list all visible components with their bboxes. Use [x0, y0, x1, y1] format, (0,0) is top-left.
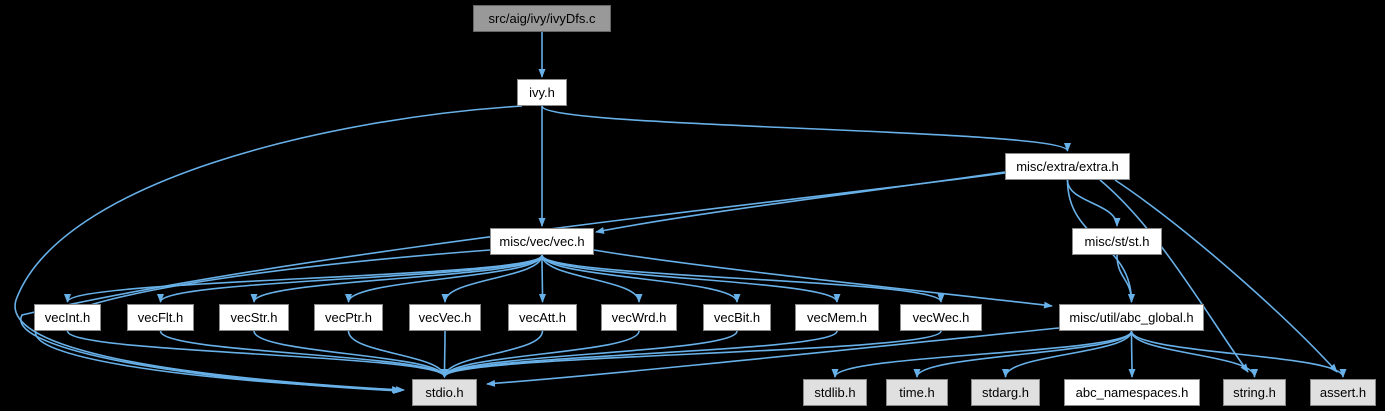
graph-edge-vec-to-vecFlt — [157, 254, 543, 303]
graph-node-stdarg[interactable]: stdarg.h — [971, 379, 1040, 406]
graph-node-vecWrd[interactable]: vecWrd.h — [601, 304, 677, 331]
graph-node-label: vecWrd.h — [611, 310, 667, 325]
graph-edge-extra-to-assert — [1114, 179, 1338, 373]
graph-node-vecFlt[interactable]: vecFlt.h — [127, 304, 194, 331]
graph-node-label: ivy.h — [529, 85, 555, 100]
graph-edge-abcglobal-to-abcnamespaces — [1128, 330, 1136, 378]
graph-node-label: vecMem.h — [807, 310, 867, 325]
graph-edge-vec-to-vecBit — [541, 254, 741, 303]
graph-edge-extra-to-st — [1066, 179, 1121, 227]
graph-edge-vec-to-vecStr — [250, 254, 543, 303]
graph-edge-abcglobal-to-stdlib — [831, 330, 1133, 378]
graph-node-assert[interactable]: assert.h — [1310, 379, 1376, 406]
graph-edge-vecStr-to-stdio — [253, 330, 448, 378]
graph-edge-abcglobal-to-stdarg — [1002, 330, 1133, 378]
graph-node-stdio[interactable]: stdio.h — [412, 379, 477, 406]
graph-node-label: misc/util/abc_global.h — [1069, 310, 1194, 325]
graph-edge-st-to-abcglobal — [1116, 254, 1135, 303]
graph-edge-vecVec-to-stdio — [441, 330, 449, 378]
graph-node-vecWec[interactable]: vecWec.h — [900, 304, 982, 331]
graph-node-label: stdarg.h — [982, 385, 1029, 400]
graph-edge-vec-to-vecAtt — [538, 254, 546, 303]
graph-node-vecBit[interactable]: vecBit.h — [703, 304, 771, 331]
graph-node-vecPtr[interactable]: vecPtr.h — [314, 304, 383, 331]
graph-node-label: misc/extra/extra.h — [1016, 159, 1119, 174]
graph-edge-vec-to-vecInt — [64, 254, 543, 303]
graph-node-label: vecAtt.h — [519, 310, 566, 325]
graph-node-time[interactable]: time.h — [886, 379, 948, 406]
graph-edge-abcglobal-to-assert — [1130, 330, 1347, 378]
graph-node-abcglobal[interactable]: misc/util/abc_global.h — [1059, 304, 1204, 331]
graph-edge-abcglobal-to-stdio — [486, 327, 1060, 387]
graph-node-vecInt[interactable]: vecInt.h — [34, 304, 101, 331]
graph-node-vec[interactable]: misc/vec/vec.h — [490, 228, 594, 255]
graph-node-label: stdio.h — [425, 385, 464, 400]
graph-node-vecStr[interactable]: vecStr.h — [219, 304, 289, 331]
edge-paths — [14, 31, 1347, 395]
graph-node-label: vecWec.h — [912, 310, 970, 325]
graph-edge-vecPtr-to-stdio — [347, 330, 448, 378]
graph-node-label: src/aig/ivy/ivyDfs.c — [488, 11, 596, 26]
graph-edge-vec-to-vecMem — [541, 254, 841, 303]
graph-edge-abcglobal-to-time — [913, 330, 1133, 378]
graph-edge-vecWec-to-stdio — [441, 330, 942, 378]
graph-node-abcnamespaces[interactable]: abc_namespaces.h — [1064, 379, 1200, 406]
graph-edge-extra-to-vec — [595, 171, 1006, 234]
graph-edge-vec-to-vecPtr — [345, 254, 543, 303]
graph-node-label: assert.h — [1319, 385, 1367, 400]
graph-edge-abcglobal-to-string — [1130, 330, 1258, 378]
graph-edge-vecInt-to-stdio — [66, 330, 448, 378]
graph-node-label: abc_namespaces.h — [1075, 385, 1189, 400]
graph-node-vecMem[interactable]: vecMem.h — [795, 304, 879, 331]
graph-node-label: misc/st/st.h — [1084, 234, 1150, 249]
graph-node-label: string.h — [1233, 385, 1276, 400]
graph-node-label: misc/vec/vec.h — [499, 234, 585, 249]
graph-edge-vecWrd-to-stdio — [441, 330, 640, 378]
graph-node-vecAtt[interactable]: vecAtt.h — [508, 304, 577, 331]
graph-edge-ivy-to-extra — [541, 105, 1071, 152]
graph-edge-vecBit-to-stdio — [441, 330, 738, 378]
graph-node-label: time.h — [899, 385, 935, 400]
graph-edge-ivy-to-stdio — [14, 105, 523, 394]
graph-node-label: stdlib.h — [814, 385, 856, 400]
graph-node-ivyDfs[interactable]: src/aig/ivy/ivyDfs.c — [473, 5, 611, 32]
graph-edge-vecFlt-to-stdio — [159, 330, 448, 378]
graph-edge-vec-to-abcglobal — [593, 249, 1053, 309]
graph-node-label: vecInt.h — [44, 310, 91, 325]
graph-node-vecVec[interactable]: vecVec.h — [409, 304, 481, 331]
graph-node-label: vecStr.h — [230, 310, 278, 325]
graph-node-ivy[interactable]: ivy.h — [517, 79, 567, 106]
graph-edge-vec-to-vecWec — [541, 254, 945, 303]
graph-edge-vec-to-vecWrd — [541, 254, 643, 303]
graph-node-label: vecPtr.h — [325, 310, 372, 325]
graph-edge-extra-to-string — [1099, 179, 1249, 373]
graph-node-stdlib[interactable]: stdlib.h — [803, 379, 867, 406]
graph-node-string[interactable]: string.h — [1223, 379, 1286, 406]
graph-edge-vecMem-to-stdio — [441, 330, 838, 378]
graph-edge-vec-to-vecVec — [441, 254, 543, 303]
graph-node-label: vecBit.h — [713, 310, 761, 325]
graph-edge-extra-to-stdio — [20, 172, 1006, 395]
graph-node-label: vecVec.h — [418, 310, 472, 325]
graph-node-st[interactable]: misc/st/st.h — [1072, 228, 1162, 255]
graph-node-extra[interactable]: misc/extra/extra.h — [1005, 153, 1130, 180]
graph-edge-vecAtt-to-stdio — [441, 330, 544, 378]
graph-node-label: vecFlt.h — [137, 310, 184, 325]
